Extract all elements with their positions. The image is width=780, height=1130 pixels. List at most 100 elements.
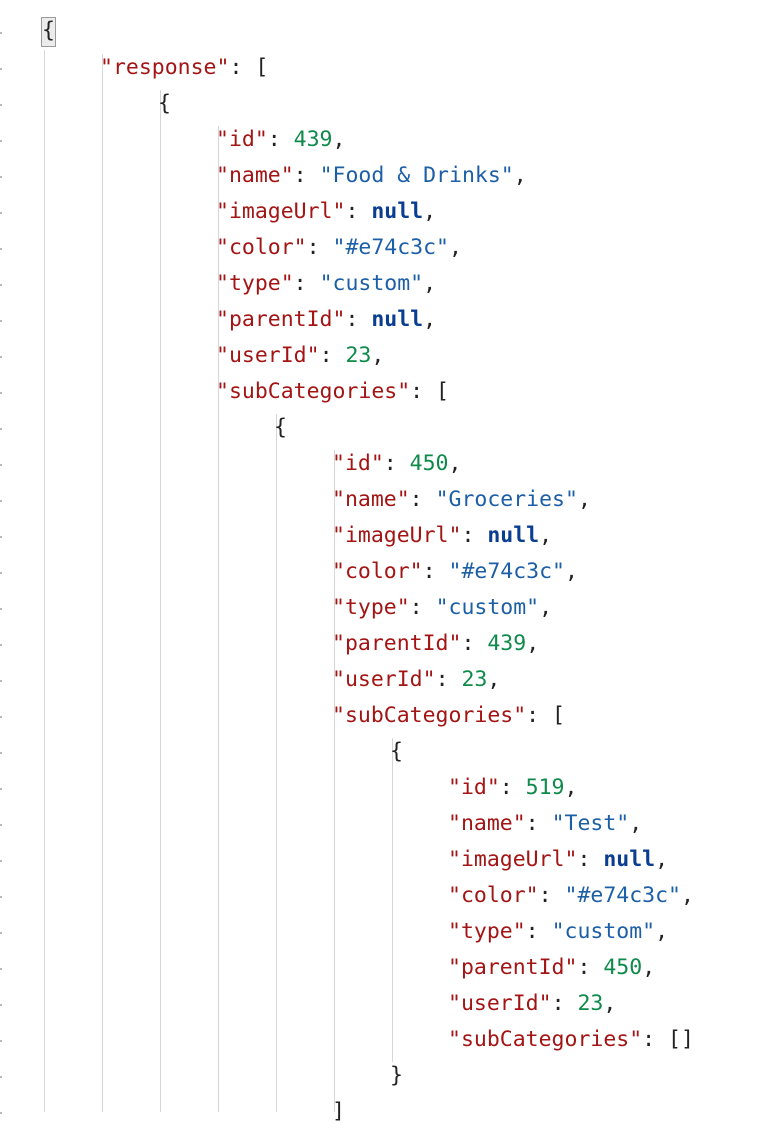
- gutter-marker: [0, 644, 2, 646]
- gutter-marker: [0, 680, 2, 682]
- json-string-value: "custom": [319, 271, 424, 296]
- indent-guide: [160, 90, 161, 1112]
- json-number-value: 519: [525, 775, 565, 800]
- json-punctuation: :: [551, 991, 578, 1016]
- json-number-value: 439: [293, 127, 333, 152]
- json-punctuation: ,: [423, 271, 437, 296]
- json-punctuation: {: [158, 91, 171, 116]
- gutter-marker: [0, 32, 2, 34]
- json-null-keyword: null: [371, 199, 424, 224]
- gutter-marker: [0, 464, 2, 466]
- gutter-marker: [0, 284, 2, 286]
- json-punctuation: :: [267, 127, 294, 152]
- json-null-keyword: null: [603, 847, 656, 872]
- json-key: "name": [216, 163, 294, 188]
- code-line: "name": "Test",: [448, 806, 642, 842]
- json-punctuation: :: [577, 955, 604, 980]
- gutter-marker: [0, 500, 2, 502]
- json-punctuation: :: [306, 235, 333, 260]
- indent-guide: [44, 50, 45, 1112]
- json-key: "subCategories": [448, 1027, 643, 1052]
- json-null-keyword: null: [371, 307, 424, 332]
- json-punctuation: ,: [655, 847, 669, 872]
- json-string-value: "#e74c3c": [564, 883, 682, 908]
- json-key: "id": [332, 451, 384, 476]
- json-key: "name": [332, 487, 410, 512]
- json-string-value: "Test": [551, 811, 630, 836]
- json-punctuation: }: [390, 1063, 403, 1088]
- code-line: "subCategories": [: [216, 374, 449, 410]
- json-string-value: "#e74c3c": [332, 235, 450, 260]
- code-line: "userId": 23,: [216, 338, 384, 374]
- json-key: "id": [448, 775, 500, 800]
- gutter-marker: [0, 824, 2, 826]
- json-number-value: 439: [487, 631, 527, 656]
- json-punctuation: ,: [371, 343, 385, 368]
- json-number-value: 23: [577, 991, 604, 1016]
- code-line: "name": "Groceries",: [332, 482, 591, 518]
- json-punctuation: : [: [229, 55, 269, 80]
- json-punctuation: :: [409, 487, 436, 512]
- indent-guide: [218, 126, 219, 1112]
- code-line: "response": [: [100, 50, 268, 86]
- code-line: "subCategories": []: [448, 1022, 694, 1058]
- gutter-marker: [0, 932, 2, 934]
- json-punctuation: :: [461, 631, 488, 656]
- json-punctuation: :: [577, 847, 604, 872]
- json-number-value: 23: [345, 343, 372, 368]
- json-key: "response": [100, 55, 230, 80]
- json-punctuation: ,: [423, 199, 437, 224]
- json-punctuation: :: [499, 775, 526, 800]
- code-line: "parentId": 439,: [332, 626, 539, 662]
- gutter-marker: [0, 1004, 2, 1006]
- json-key: "color": [216, 235, 307, 260]
- code-line: }: [390, 1058, 403, 1094]
- code-line: "name": "Food & Drinks",: [216, 158, 527, 194]
- json-key: "name": [448, 811, 526, 836]
- json-key: "parentId": [216, 307, 346, 332]
- json-string-value: "custom": [551, 919, 656, 944]
- gutter-marker: [0, 1076, 2, 1078]
- json-string-value: "custom": [435, 595, 540, 620]
- gutter-marker: [0, 788, 2, 790]
- gutter-marker: [0, 356, 2, 358]
- gutter-marker: [0, 392, 2, 394]
- code-line: "imageUrl": null,: [448, 842, 668, 878]
- json-number-value: 450: [409, 451, 449, 476]
- json-punctuation: : [: [526, 703, 566, 728]
- code-line: {: [274, 410, 287, 446]
- json-punctuation: ,: [539, 595, 553, 620]
- json-punctuation: :: [409, 595, 436, 620]
- code-line: {: [390, 734, 403, 770]
- json-punctuation: ,: [565, 559, 578, 584]
- code-line: "color": "#e74c3c",: [216, 230, 462, 266]
- code-line: "imageUrl": null,: [216, 194, 436, 230]
- gutter-marker: [0, 68, 2, 70]
- json-punctuation: ,: [642, 955, 656, 980]
- json-punctuation: ,: [655, 919, 669, 944]
- json-punctuation: : [: [410, 379, 450, 404]
- json-punctuation: ,: [513, 163, 527, 188]
- json-punctuation: :: [525, 919, 552, 944]
- json-punctuation: ,: [332, 127, 346, 152]
- code-line: "type": "custom",: [216, 266, 436, 302]
- gutter-marker: [0, 248, 2, 250]
- json-punctuation: ,: [449, 235, 462, 260]
- gutter-marker: [0, 536, 2, 538]
- json-string-value: "#e74c3c": [448, 559, 566, 584]
- gutter-marker: [0, 1040, 2, 1042]
- gutter-marker: [0, 1112, 2, 1114]
- json-punctuation: :: [383, 451, 410, 476]
- code-line: {: [41, 14, 56, 50]
- gutter-marker: [0, 896, 2, 898]
- code-line: ]: [332, 1094, 345, 1130]
- json-key: "imageUrl": [216, 199, 346, 224]
- json-key: "parentId": [332, 631, 462, 656]
- json-punctuation: ,: [539, 523, 553, 548]
- json-punctuation: ,: [577, 487, 591, 512]
- json-key: "color": [332, 559, 423, 584]
- json-punctuation: ,: [681, 883, 694, 908]
- json-punctuation: ,: [423, 307, 437, 332]
- gutter-marker: [0, 752, 2, 754]
